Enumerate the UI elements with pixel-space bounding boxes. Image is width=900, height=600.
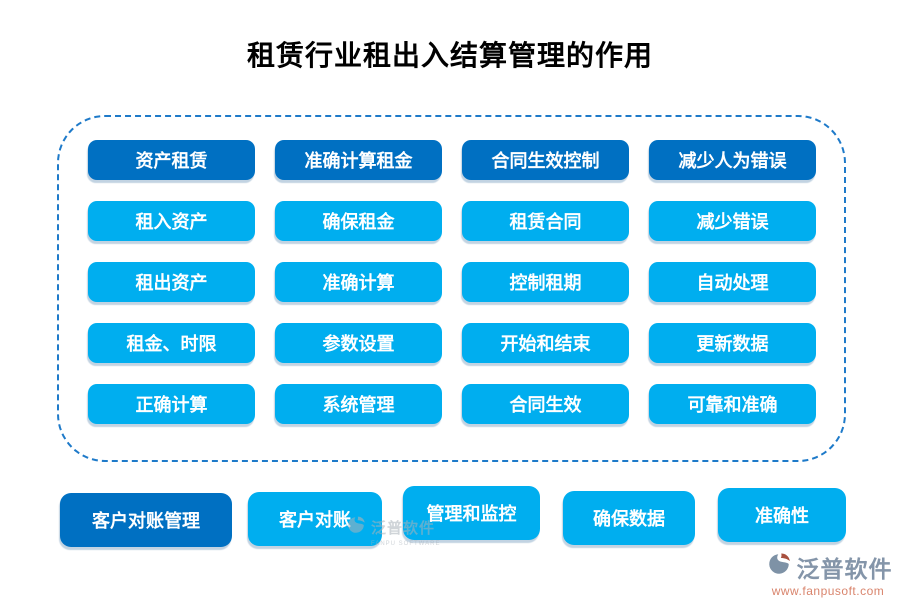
watermark-text: 泛普软件: [371, 520, 436, 537]
grid-pill: 减少人为错误: [649, 140, 816, 180]
grid-pill: 合同生效控制: [462, 140, 629, 180]
grid-pill: 租赁合同: [462, 201, 629, 241]
grid-pill: 确保租金: [275, 201, 442, 241]
grid-pill: 开始和结束: [462, 323, 629, 363]
watermark-logo-icon: [344, 513, 368, 542]
grid-pill: 正确计算: [88, 384, 255, 424]
grid-pill: 准确计算: [275, 262, 442, 302]
grid-pill: 参数设置: [275, 323, 442, 363]
grid-pill: 租入资产: [88, 201, 255, 241]
grid-pill: 准确计算租金: [275, 140, 442, 180]
bottom-pill: 确保数据: [563, 491, 695, 545]
brand-footer: 泛普软件 www.fanpusoft.com: [762, 549, 894, 598]
page-title: 租赁行业租出入结算管理的作用: [246, 40, 653, 71]
watermark-subtext: FANPU SOFTWARE: [371, 541, 441, 547]
benefits-grid: 资产租赁 准确计算租金 合同生效控制 减少人为错误 租入资产 确保租金 租赁合同…: [88, 140, 816, 424]
benefits-panel: [57, 115, 846, 462]
watermark: 泛普软件 FANPU SOFTWARE: [344, 513, 440, 547]
grid-pill: 自动处理: [649, 262, 816, 302]
grid-pill: 可靠和准确: [649, 384, 816, 424]
bottom-pill: 准确性: [718, 488, 846, 542]
bottom-pill: 客户对账管理: [60, 493, 232, 547]
brand-name: 泛普软件: [796, 555, 893, 582]
grid-pill: 控制租期: [462, 262, 629, 302]
grid-pill: 资产租赁: [88, 140, 255, 180]
grid-pill: 更新数据: [649, 323, 816, 363]
brand-url: www.fanpusoft.com: [771, 584, 885, 598]
grid-pill: 合同生效: [462, 384, 629, 424]
grid-pill: 租出资产: [88, 262, 255, 302]
grid-pill: 系统管理: [275, 384, 442, 424]
bottom-pill: 管理和监控: [403, 486, 540, 540]
grid-pill: 减少错误: [649, 201, 816, 241]
fanpu-logo-icon: [764, 549, 794, 584]
grid-pill: 租金、时限: [88, 323, 255, 363]
